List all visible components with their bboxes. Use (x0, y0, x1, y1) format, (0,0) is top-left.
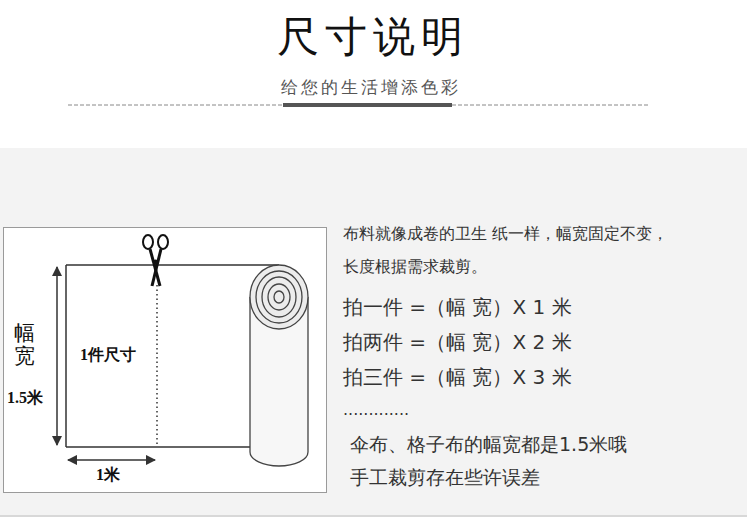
fabric-sheet (66, 265, 279, 447)
note-text: 手工裁剪存在些许误差 (350, 466, 540, 489)
note-text: 长度根据需求裁剪。 (343, 257, 487, 276)
width-arrow (68, 459, 155, 461)
note-text: 伞布、格子布的幅宽都是1.5米哦 (350, 433, 627, 456)
dimension-value: 1.5米 (7, 388, 43, 407)
dimension-label: 幅宽 (14, 322, 35, 368)
fabric-roll (250, 265, 308, 466)
height-arrow (56, 267, 58, 445)
formula-text: 拍两件 =（幅 宽）X 2 米 (343, 330, 572, 354)
formula-text: 拍一件 =（幅 宽）X 1 米 (343, 295, 572, 319)
scissors (143, 235, 168, 286)
subtitle: 给您的生活增添色彩 (281, 77, 461, 97)
panel-edge (0, 515, 747, 517)
picture-frame (4, 228, 327, 493)
dimension-value: 1米 (96, 465, 120, 484)
piece-label: 1件尺寸 (80, 345, 136, 364)
page-title: 尺寸说明 (277, 12, 469, 62)
ellipsis: ............. (343, 400, 409, 419)
formula-text: 拍三件 =（幅 宽）X 3 米 (343, 365, 572, 389)
panel (0, 148, 747, 516)
note-text: 布料就像成卷的卫生 纸一样，幅宽固定不变， (343, 224, 668, 243)
cut-line (156, 285, 158, 447)
rule-accent (283, 103, 452, 107)
